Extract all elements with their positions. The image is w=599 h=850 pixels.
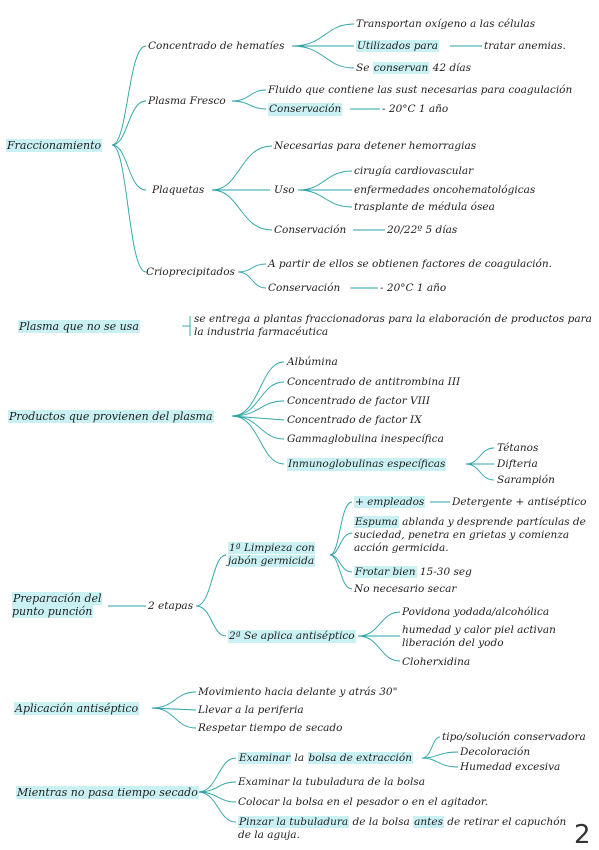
node-crio-conservacion-valor: - 20°C 1 año bbox=[380, 282, 447, 294]
node-no-secar: No necesario secar bbox=[354, 583, 457, 595]
node-plasma-fluido: Fluido que contiene las sust necesarias … bbox=[268, 84, 573, 96]
root-aplicacion-antiseptico: Aplicación antiséptico bbox=[14, 702, 140, 715]
node-plaquetas-conservacion: Conservación bbox=[274, 224, 347, 236]
node-etapa-antiseptico: 2ª Se aplica antiséptico bbox=[228, 630, 356, 643]
root-productos-plasma: Productos que provienen del plasma bbox=[8, 410, 214, 423]
node-colocar-bolsa: Colocar la bolsa en el pesador o en el a… bbox=[238, 796, 489, 808]
node-crioprecipitados: Crioprecipitados bbox=[146, 266, 235, 278]
node-uso-cirugia: cirugía cardiovascular bbox=[354, 165, 474, 177]
node-empleados-detergente: Detergente + antiséptico bbox=[452, 496, 587, 508]
node-sarampion: Sarampión bbox=[497, 474, 555, 486]
node-humedad-calor: humedad y calor piel activan liberación … bbox=[402, 624, 556, 649]
node-pinzar-tubuladura: Pinzar la tubuladura de la bolsa antes d… bbox=[238, 816, 567, 841]
node-albumina: Albúmina bbox=[287, 356, 338, 368]
node-examinar-bolsa: Examinar la bolsa de extracción bbox=[238, 752, 413, 764]
root-preparacion-punto: Preparación del punto punción bbox=[12, 592, 102, 618]
node-plaquetas-conservacion-valor: 20/22º 5 días bbox=[387, 224, 458, 236]
node-hematies-transporte: Transportan oxígeno a las células bbox=[356, 18, 536, 30]
node-plaquetas: Plaquetas bbox=[152, 184, 205, 196]
node-plasma-conservacion: Conservación bbox=[268, 103, 343, 116]
root-fraccionamiento: Fraccionamiento bbox=[6, 139, 103, 152]
node-plasma-no-usa-texto: se entrega a plantas fraccionadoras para… bbox=[194, 313, 592, 338]
node-movimiento: Movimiento hacia delante y atrás 30" bbox=[198, 686, 398, 698]
node-difteria: Difteria bbox=[497, 458, 538, 470]
node-crio-conservacion: Conservación bbox=[268, 282, 341, 294]
node-plasma-conservacion-valor: - 20°C 1 año bbox=[382, 103, 449, 115]
page-number: 2 bbox=[574, 820, 591, 850]
node-clorhexidina: Cloherxidina bbox=[402, 656, 471, 668]
node-hematies-anemias: tratar anemias. bbox=[484, 40, 566, 52]
node-examinar-tubuladura: Examinar la tubuladura de la bolsa bbox=[238, 776, 425, 788]
node-inmunoglobulinas: Inmunoglobulinas específicas bbox=[287, 458, 447, 471]
node-plaquetas-necesarias: Necesarias para detener hemorragias bbox=[274, 140, 477, 152]
node-factor-viii: Concentrado de factor VIII bbox=[287, 395, 431, 407]
node-plasma-fresco: Plasma Fresco bbox=[148, 95, 226, 107]
node-espuma: Espuma ablanda y desprende partículas de… bbox=[354, 516, 586, 554]
node-periferia: Llevar a la periferia bbox=[198, 704, 304, 716]
node-concentrado-hematies: Concentrado de hematíes bbox=[148, 40, 285, 52]
node-antitrombina: Concentrado de antitrombina III bbox=[287, 376, 461, 388]
node-etapa-limpieza: 1ª Limpieza con jabón germicida bbox=[228, 542, 316, 567]
node-tipo-solucion: tipo/solución conservadora bbox=[442, 731, 586, 743]
node-2-etapas: 2 etapas bbox=[148, 600, 194, 612]
node-hematies-conservacion: Se conservan 42 días bbox=[356, 62, 472, 74]
root-mientras-secado: Mientras no pasa tiempo secado bbox=[16, 786, 199, 799]
node-humedad-excesiva: Humedad excesiva bbox=[460, 761, 561, 773]
node-tiempo-secado: Respetar tiempo de secado bbox=[198, 722, 343, 734]
node-empleados: + empleados bbox=[354, 496, 426, 508]
root-plasma-no-usa: Plasma que no se usa bbox=[18, 320, 140, 333]
node-povidona: Povidona yodada/alcohólica bbox=[402, 606, 550, 618]
node-crio-factores: A partir de ellos se obtienen factores d… bbox=[268, 258, 552, 270]
node-gammaglobulina: Gammaglobulina inespecífica bbox=[287, 433, 444, 445]
node-factor-ix: Concentrado de factor IX bbox=[287, 414, 422, 426]
node-tetanos: Tétanos bbox=[497, 442, 539, 454]
node-plaquetas-uso: Uso bbox=[274, 184, 295, 196]
node-hematies-utilizados: Utilizados para bbox=[356, 40, 439, 52]
node-uso-trasplante: trasplante de médula ósea bbox=[354, 201, 495, 213]
node-frotar: Frotar bien 15-30 seg bbox=[354, 566, 472, 578]
node-decoloracion: Decoloración bbox=[460, 746, 531, 758]
node-uso-oncohematologicas: enfermedades oncohematológicas bbox=[354, 184, 536, 196]
